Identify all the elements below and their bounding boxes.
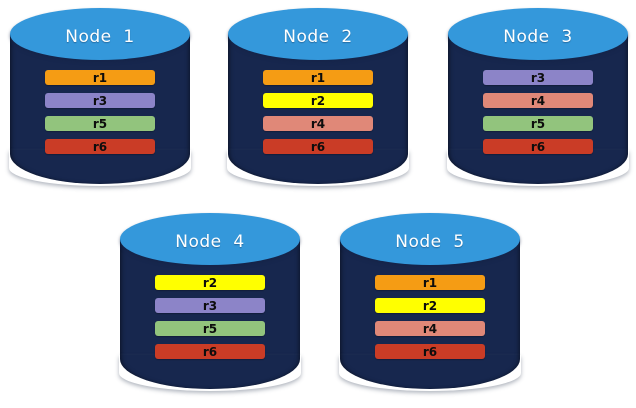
database-node-5[interactable]: Node 5 r1 r2 r4 r6 xyxy=(340,213,520,393)
replica-bar-r1[interactable]: r1 xyxy=(45,70,155,85)
replica-label: r6 xyxy=(422,344,438,359)
replica-bar-r5[interactable]: r5 xyxy=(155,321,265,336)
replica-bar-r1[interactable]: r1 xyxy=(263,70,373,85)
cylinder-top-ellipse: Node 4 xyxy=(120,213,300,265)
replica-label: r4 xyxy=(530,93,546,108)
replica-label: r3 xyxy=(92,93,108,108)
replica-bar-r4[interactable]: r4 xyxy=(375,321,485,336)
node-label: Node 3 xyxy=(503,27,573,47)
node-label: Node 4 xyxy=(175,232,245,252)
replica-label: r6 xyxy=(92,139,108,154)
replica-list: r1 r2 r4 r6 xyxy=(263,70,373,154)
replica-list: r1 r2 r4 r6 xyxy=(375,275,485,359)
cylinder-top-ellipse: Node 1 xyxy=(10,8,190,60)
replica-bar-r3[interactable]: r3 xyxy=(483,70,593,85)
replica-bar-r2[interactable]: r2 xyxy=(155,275,265,290)
replica-label: r2 xyxy=(422,298,438,313)
replica-label: r6 xyxy=(310,139,326,154)
database-node-4[interactable]: Node 4 r2 r3 r5 r6 xyxy=(120,213,300,393)
replica-bar-r3[interactable]: r3 xyxy=(45,93,155,108)
replica-bar-r6[interactable]: r6 xyxy=(263,139,373,154)
node-label: Node 5 xyxy=(395,232,465,252)
replica-list: r3 r4 r5 r6 xyxy=(483,70,593,154)
replica-label: r1 xyxy=(310,70,326,85)
replica-label: r5 xyxy=(92,116,108,131)
database-node-1[interactable]: Node 1 r1 r3 r5 r6 xyxy=(10,8,190,188)
replica-bar-r3[interactable]: r3 xyxy=(155,298,265,313)
database-node-3[interactable]: Node 3 r3 r4 r5 r6 xyxy=(448,8,628,188)
replica-bar-r1[interactable]: r1 xyxy=(375,275,485,290)
replica-label: r4 xyxy=(422,321,438,336)
replica-bar-r2[interactable]: r2 xyxy=(263,93,373,108)
replica-bar-r4[interactable]: r4 xyxy=(483,93,593,108)
node-label: Node 2 xyxy=(283,27,353,47)
replica-label: r6 xyxy=(202,344,218,359)
replica-label: r6 xyxy=(530,139,546,154)
replica-bar-r6[interactable]: r6 xyxy=(375,344,485,359)
replica-bar-r6[interactable]: r6 xyxy=(45,139,155,154)
replica-label: r4 xyxy=(310,116,326,131)
replica-list: r2 r3 r5 r6 xyxy=(155,275,265,359)
replica-label: r2 xyxy=(202,275,218,290)
replica-label: r5 xyxy=(202,321,218,336)
replica-label: r3 xyxy=(530,70,546,85)
database-node-2[interactable]: Node 2 r1 r2 r4 r6 xyxy=(228,8,408,188)
replica-bar-r6[interactable]: r6 xyxy=(483,139,593,154)
replica-label: r5 xyxy=(530,116,546,131)
cylinder-top-ellipse: Node 2 xyxy=(228,8,408,60)
replica-label: r1 xyxy=(422,275,438,290)
replica-bar-r5[interactable]: r5 xyxy=(483,116,593,131)
replica-bar-r6[interactable]: r6 xyxy=(155,344,265,359)
node-label: Node 1 xyxy=(65,27,135,47)
replica-label: r3 xyxy=(202,298,218,313)
replica-bar-r4[interactable]: r4 xyxy=(263,116,373,131)
replica-list: r1 r3 r5 r6 xyxy=(45,70,155,154)
cylinder-top-ellipse: Node 3 xyxy=(448,8,628,60)
replica-label: r1 xyxy=(92,70,108,85)
replica-bar-r2[interactable]: r2 xyxy=(375,298,485,313)
replica-bar-r5[interactable]: r5 xyxy=(45,116,155,131)
replica-label: r2 xyxy=(310,93,326,108)
cylinder-top-ellipse: Node 5 xyxy=(340,213,520,265)
